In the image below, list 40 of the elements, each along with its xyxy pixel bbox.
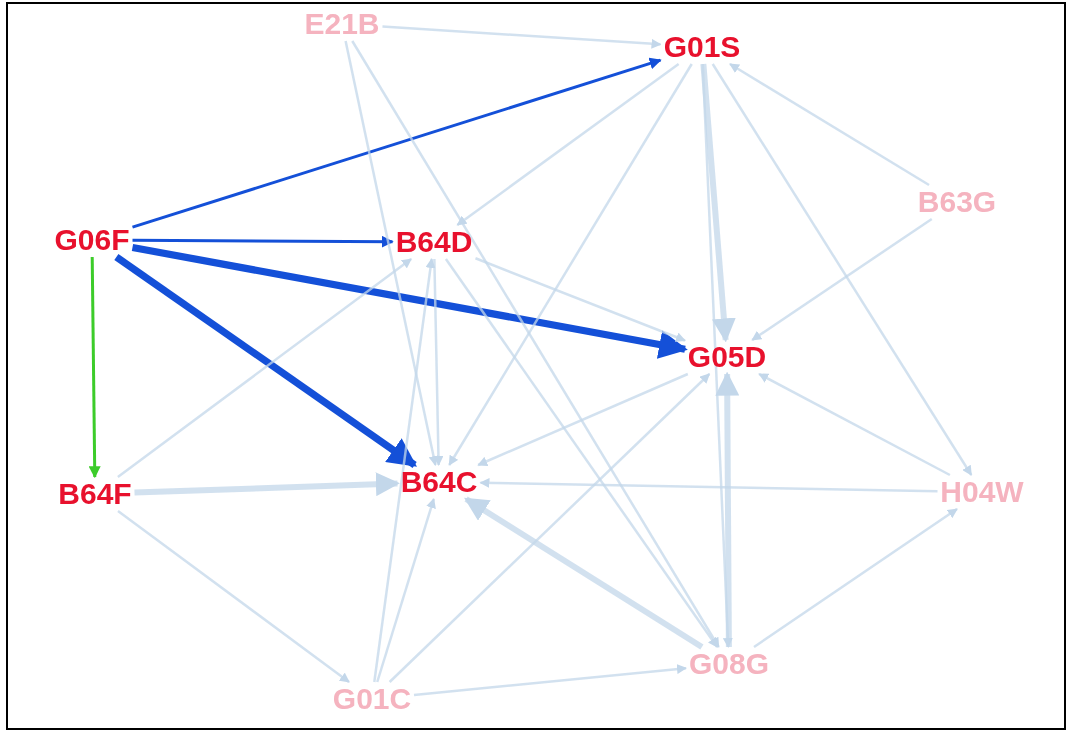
node-label: G01C	[332, 683, 412, 715]
arrow	[479, 477, 938, 493]
arrow	[413, 664, 687, 697]
node-label: G06F	[54, 224, 130, 256]
node-label: G05D	[687, 341, 767, 373]
arrow	[448, 63, 693, 466]
arrow	[132, 57, 662, 229]
arrow	[344, 40, 439, 466]
arrow	[758, 372, 951, 477]
arrow	[88, 256, 101, 479]
node-label: G08G	[689, 648, 769, 680]
node-label: H04W	[940, 476, 1024, 508]
arrow	[117, 510, 350, 683]
arrow	[134, 472, 400, 497]
arrow	[456, 63, 680, 226]
arrow	[477, 372, 689, 467]
arrow	[351, 40, 720, 648]
arrow	[753, 507, 958, 649]
node-label: E21B	[304, 8, 380, 40]
node-label: B64F	[58, 478, 132, 510]
arrow	[715, 371, 740, 648]
arrow	[433, 258, 444, 466]
arrow	[444, 258, 719, 648]
arrow	[376, 498, 436, 683]
arrow	[382, 25, 662, 49]
arrow	[700, 63, 736, 343]
arrow	[701, 63, 733, 648]
arrow	[751, 217, 933, 342]
node-label: G01S	[663, 31, 741, 63]
node-label: B64C	[400, 466, 478, 498]
arrow	[388, 373, 711, 683]
arrow	[729, 62, 930, 187]
arrow	[132, 235, 394, 248]
node-label: B64D	[395, 226, 473, 258]
arrow	[373, 258, 436, 683]
arrow	[464, 496, 704, 650]
arrow	[475, 257, 686, 342]
arrow	[711, 63, 973, 476]
node-label: B63G	[917, 186, 997, 218]
arrow	[131, 243, 688, 359]
